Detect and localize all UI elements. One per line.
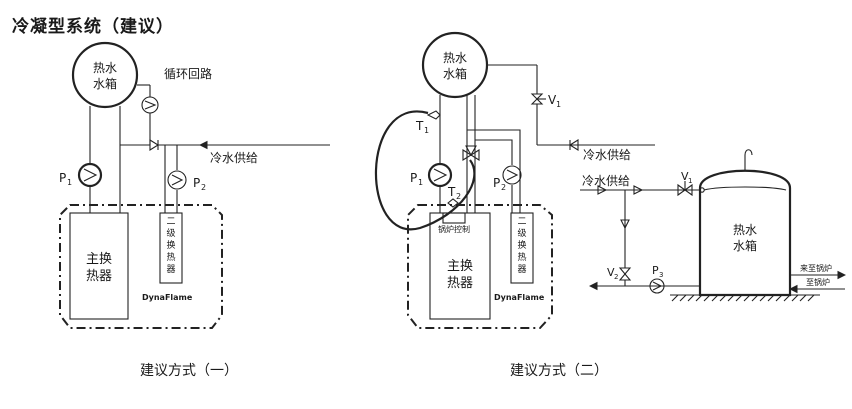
v1-sub-right: 1: [556, 100, 561, 109]
v1-label-far: V: [681, 170, 689, 183]
main-hx-right-1: 主换: [447, 259, 473, 274]
t2-label: T: [447, 185, 456, 199]
t2-sub: 2: [456, 192, 461, 201]
cold-supply-label-right: 冷水供给: [583, 148, 631, 162]
check-valve-right: [568, 139, 579, 151]
circulation-pump-left: [141, 96, 159, 114]
ground-hatching: [671, 294, 815, 302]
p1-label-left: P: [59, 171, 66, 185]
p2-label-left: P: [193, 176, 200, 190]
hot-water-tank-left: [71, 41, 139, 109]
boiler-casing-right: [407, 204, 553, 329]
p2-sub-left: 2: [201, 183, 206, 192]
main-hx-left-1: 主换: [86, 252, 112, 267]
diagram-right: [374, 31, 655, 329]
p3-sub: 3: [659, 271, 663, 279]
tank-label-right-1: 热水: [443, 51, 467, 65]
sensor-t2: [447, 198, 459, 208]
secondary-hx-right-4: 热: [517, 251, 526, 263]
v1-label-right: V: [548, 93, 557, 107]
from-boiler-label: 来至锅炉: [800, 263, 832, 273]
secondary-heat-exchanger-right: [510, 212, 534, 284]
brand-left: DynaFlame: [142, 293, 193, 302]
diagram-far-right: [580, 149, 847, 302]
main-hx-left-2: 热器: [86, 269, 112, 284]
tank-label-left-1: 热水: [93, 61, 117, 75]
valve-v1-right: [530, 93, 544, 100]
v2-sub: 2: [614, 273, 618, 281]
cold-supply-label-left: 冷水供给: [210, 151, 258, 165]
pump-p2-left: [167, 170, 187, 190]
secondary-hx-left-3: 换: [166, 239, 175, 251]
caption-right: 建议方式（二）: [510, 363, 608, 379]
pump-p2-right: [502, 165, 522, 185]
to-boiler-label: 至锅炉: [806, 277, 830, 287]
tank-label-right-2: 水箱: [443, 66, 467, 81]
caption-left: 建议方式（一）: [140, 363, 238, 379]
secondary-hx-right-2: 级: [517, 227, 526, 239]
boiler-casing-left: [59, 204, 223, 329]
mixing-valve: [462, 149, 473, 161]
diagram-left: [59, 41, 330, 329]
page-title: 冷凝型系统（建议）: [12, 17, 174, 37]
p2-label-right: P: [493, 176, 500, 190]
valve-v1-far: [677, 183, 686, 197]
sensor-wire: [374, 110, 476, 231]
t1-label: T: [415, 119, 424, 133]
check-valve-left: [149, 139, 160, 151]
secondary-hx-left-1: 二: [166, 217, 175, 227]
pump-p1-right: [427, 162, 453, 188]
brand-right: DynaFlame: [494, 293, 545, 302]
secondary-hx-left-2: 级: [166, 227, 175, 239]
pump-p1-left: [77, 162, 103, 188]
boiler-control-label: 锅炉控制: [438, 224, 470, 234]
secondary-heat-exchanger-left: [159, 212, 183, 284]
cold-supply-label-far: 冷水供给: [582, 174, 630, 188]
tank-label-left-2: 水箱: [93, 76, 117, 91]
circulation-label: 循环回路: [164, 66, 212, 81]
sensor-t1: [426, 110, 441, 120]
secondary-hx-right-3: 换: [517, 239, 526, 251]
hot-water-tank-right: [421, 31, 489, 99]
secondary-hx-right-5: 器: [517, 264, 526, 275]
secondary-hx-left-5: 器: [166, 264, 175, 275]
storage-tank-label-2: 水箱: [733, 238, 757, 253]
t1-sub: 1: [424, 126, 429, 135]
p3-label: P: [652, 264, 659, 277]
main-heat-exchanger-left: [69, 212, 129, 320]
storage-tank: [698, 169, 792, 297]
p2-sub-right: 2: [501, 183, 506, 192]
v1-sub-far: 1: [688, 177, 692, 185]
p1-sub-left: 1: [67, 178, 72, 187]
secondary-hx-right-1: 二: [517, 217, 526, 227]
v2-label: V: [607, 266, 615, 279]
p1-sub-right: 1: [418, 178, 423, 187]
pump-p3: [649, 278, 665, 294]
storage-tank-label-1: 热水: [733, 223, 757, 237]
main-hx-right-2: 热器: [447, 276, 473, 291]
secondary-hx-left-4: 热: [166, 251, 175, 263]
valve-v2: [618, 267, 632, 275]
p1-label-right: P: [410, 171, 417, 185]
